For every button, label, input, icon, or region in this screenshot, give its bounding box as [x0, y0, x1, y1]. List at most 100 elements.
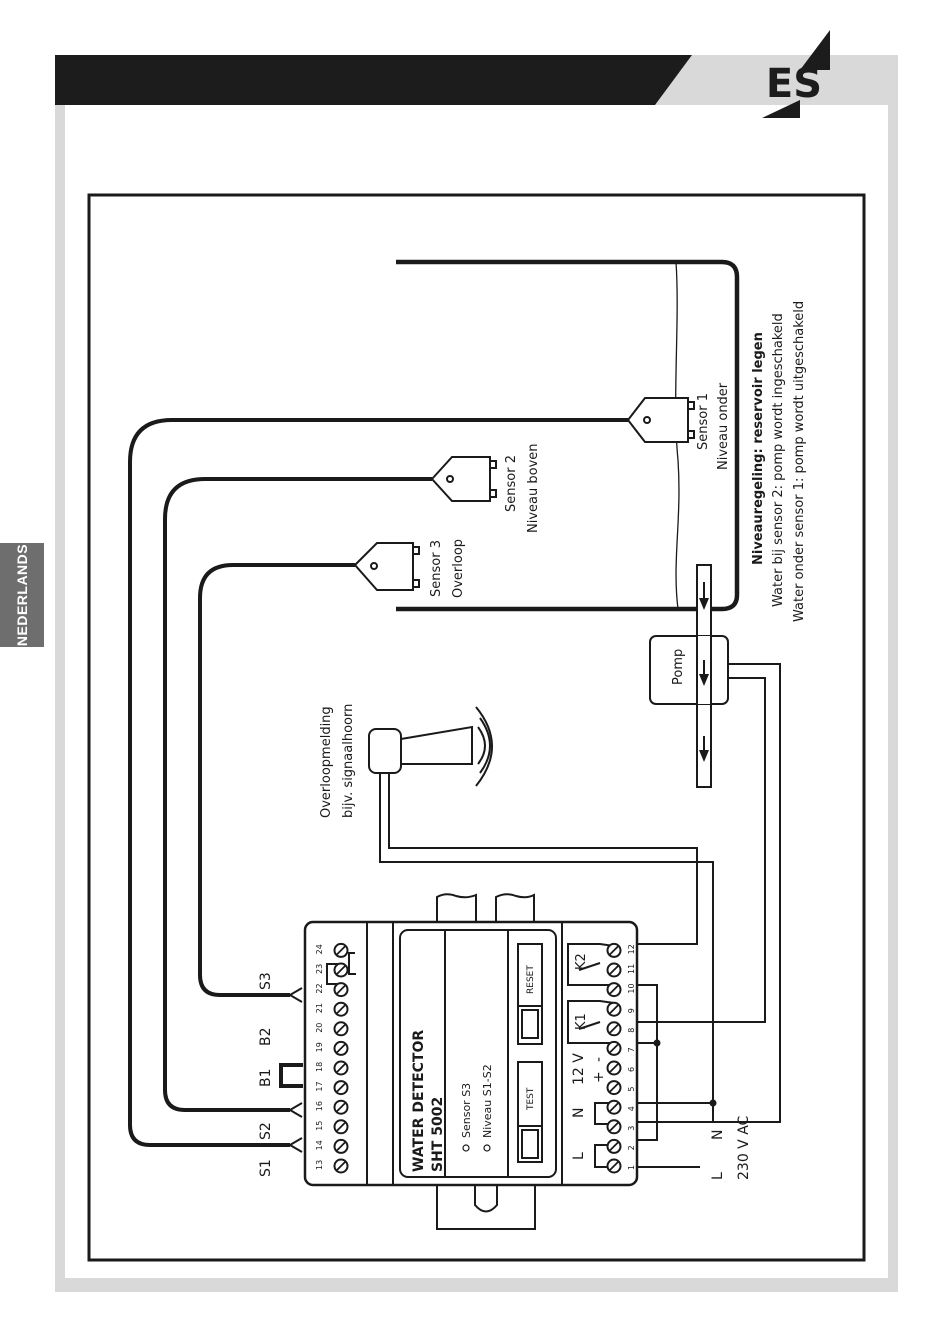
mains-labels: L N 230 V AC — [710, 1115, 752, 1180]
horn-icon — [368, 706, 493, 787]
terminal-number: 3 — [627, 1126, 636, 1131]
sensor-1-cable — [128, 418, 628, 1147]
terminal-screw-slot — [336, 1082, 346, 1093]
terminal-number: 7 — [627, 1047, 636, 1052]
pump-wire-b — [626, 677, 766, 1023]
terminal-screw-slot — [336, 965, 346, 975]
device-title: WATER DETECTOR — [411, 1030, 427, 1172]
terminal-screw-slot — [336, 1122, 346, 1132]
horn-wire-b — [388, 773, 698, 945]
reset-button[interactable]: RESET — [517, 943, 543, 1045]
mains-voltage-label: 230 V AC — [736, 1115, 752, 1180]
terminal-number: 5 — [627, 1087, 636, 1092]
terminal-number: 11 — [627, 964, 636, 974]
terminal-screw-slot — [609, 1141, 619, 1152]
sensor-3 — [353, 542, 420, 591]
terminal-label-l: L — [571, 1152, 587, 1160]
led-niveau-icon — [483, 1144, 491, 1152]
terminal-screw-slot — [609, 1063, 619, 1073]
terminal-number: 18 — [315, 1062, 324, 1072]
sensor-labels: Sensor 1 Niveau onder Sensor 2 Niveau bo… — [429, 382, 731, 598]
led-label-niveau: Niveau S1-S2 — [481, 1064, 494, 1138]
led-label-s3: Sensor S3 — [460, 1083, 473, 1138]
terminal-number: 19 — [315, 1042, 324, 1052]
terminal-screw-slot — [609, 1004, 619, 1014]
terminal-number: 22 — [315, 983, 324, 993]
sensor-2-role: Niveau boven — [526, 443, 541, 533]
logo-text: ES — [766, 61, 822, 107]
input-label-s3: S3 — [258, 972, 274, 990]
legend-line-1: Water bij sensor 2: pomp wordt ingeschak… — [771, 313, 786, 607]
terminal-number: 21 — [315, 1003, 324, 1013]
terminal-number: 8 — [627, 1028, 636, 1033]
water-detector-device: WATER DETECTOR SHT 5002 Sensor S3 Niveau… — [303, 893, 639, 1230]
terminal-number: 16 — [315, 1101, 324, 1111]
terminal-number: 12 — [627, 944, 636, 954]
horn-label-line-2: bijv. signaalhoorn — [341, 704, 356, 818]
terminal-number: 23 — [315, 964, 324, 974]
legend-title: Niveauregeling: reservoir legen — [751, 332, 766, 565]
sensor-1 — [626, 397, 695, 443]
sensor-cables — [128, 418, 628, 1147]
led-sensor-s3-icon — [462, 1144, 470, 1152]
terminal-screw-slot — [336, 1004, 346, 1014]
junction-dot — [709, 1099, 717, 1107]
mains-n-label: N — [710, 1130, 726, 1140]
sensor-3-name: Sensor 3 — [429, 540, 444, 597]
reservoir — [396, 259, 740, 612]
terminal-screw-slot — [609, 1161, 619, 1171]
header-black-band — [55, 55, 692, 105]
mains-l-label: L — [710, 1172, 726, 1180]
horn-wire-a — [379, 773, 714, 1103]
legend: Niveauregeling: reservoir legen Water bi… — [751, 301, 807, 622]
relay-label-k2: K2 — [574, 953, 589, 970]
terminal-screw-slot — [336, 945, 346, 956]
sensor-2-name: Sensor 2 — [504, 455, 519, 512]
terminal-number: 1 — [627, 1165, 636, 1170]
terminal-number: 2 — [627, 1145, 636, 1150]
terminal-number: 24 — [315, 944, 324, 954]
terminal-screw-slot — [609, 965, 619, 975]
sensor-3-role: Overloop — [451, 539, 466, 598]
test-button-label: TEST — [526, 1087, 536, 1111]
legend-line-2: Water onder sensor 1: pomp wordt uitgesc… — [792, 301, 807, 622]
header-grey-band — [669, 55, 898, 105]
terminal-screw-slot — [609, 1043, 619, 1054]
horn-label: Overloopmelding bijv. signaalhoorn — [319, 704, 356, 818]
terminal-screw-slot — [609, 1102, 619, 1112]
terminal-screw-slot — [336, 1141, 346, 1152]
sensor-1-name: Sensor 1 — [696, 393, 711, 450]
sensor-2 — [430, 456, 497, 502]
terminal-label-plus: + — [591, 1071, 607, 1083]
input-label-s1: S1 — [258, 1159, 274, 1177]
terminal-screw-slot — [336, 984, 346, 995]
es-logo-icon: ES — [762, 30, 830, 118]
diagram-border — [87, 193, 866, 1262]
input-label-b1: B1 — [258, 1068, 274, 1087]
bridge-22-24 — [348, 952, 356, 975]
terminal-screw-slot — [609, 1082, 619, 1093]
terminal-number: 13 — [315, 1160, 324, 1170]
terminal-screw-slot — [336, 1102, 346, 1112]
relay-k1 — [567, 1000, 615, 1044]
input-labels: S1 S2 B1 B2 S3 — [258, 972, 274, 1177]
terminal-screw-slot — [609, 1024, 619, 1034]
junction-dot — [653, 1039, 661, 1047]
outflow-pipe: Pomp — [649, 564, 729, 788]
terminal-number: 15 — [315, 1121, 324, 1131]
test-button[interactable]: TEST — [517, 1061, 543, 1163]
mains-n-wire — [626, 1102, 714, 1123]
language-tab[interactable]: NEDERLANDS — [0, 543, 44, 647]
horn-label-line-1: Overloopmelding — [319, 706, 334, 818]
input-label-b2: B2 — [258, 1027, 274, 1046]
terminal-screw-slot — [336, 1024, 346, 1034]
pump-body — [649, 635, 729, 705]
terminal-label-minus: - — [591, 1057, 607, 1062]
terminal-label-n: N — [571, 1108, 587, 1118]
reset-button-label: RESET — [526, 965, 536, 994]
sensor-2-cable — [163, 477, 432, 1112]
relay-label-k1: K1 — [574, 1013, 589, 1030]
terminal-screw-slot — [609, 945, 619, 956]
